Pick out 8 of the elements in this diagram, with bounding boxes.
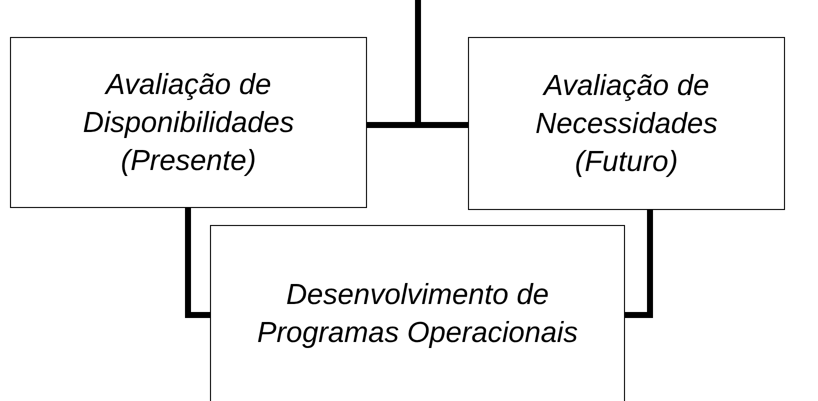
box-label: Avaliação de Disponibilidades (Presente)	[82, 68, 296, 178]
process-box	[468, 37, 785, 210]
process-box	[210, 225, 625, 401]
process-box	[10, 37, 367, 208]
box-label: Desenvolvimento de Programas Operacionais	[256, 278, 579, 350]
box-label: Avaliação de Necessidades (Futuro)	[534, 68, 719, 180]
connector-line	[625, 210, 653, 318]
connector-line	[185, 208, 210, 318]
